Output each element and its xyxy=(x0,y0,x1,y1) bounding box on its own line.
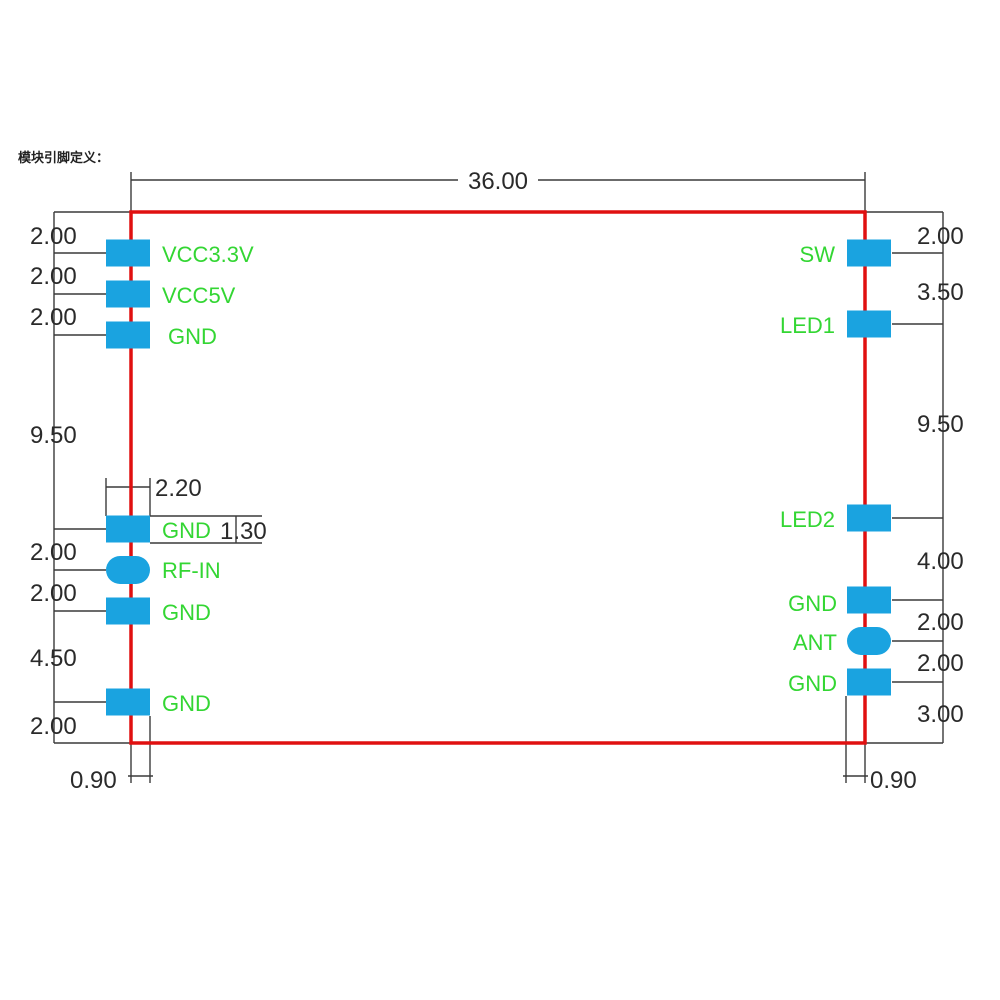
right-dim-3: 4.00 xyxy=(917,548,964,575)
left-dim-7: 2.00 xyxy=(30,713,77,740)
right-pad-5 xyxy=(847,668,891,696)
pad-size-dimension: 2.20 1.30 xyxy=(105,475,267,545)
right-pad-3 xyxy=(847,586,891,614)
right-pin-label-5: GND xyxy=(788,671,837,696)
right-pin-label-3: GND xyxy=(788,591,837,616)
page-heading: 模块引脚定义： xyxy=(18,151,110,166)
left-pad-4 xyxy=(106,556,150,584)
overall-width-label: 36.00 xyxy=(468,168,528,195)
right-pad-0 xyxy=(847,239,891,267)
left-pin-label-6: GND xyxy=(162,691,211,716)
left-pad-0 xyxy=(106,239,150,267)
right-dim-1: 3.50 xyxy=(917,279,964,306)
left-dim-2: 2.00 xyxy=(30,304,77,331)
module-outline xyxy=(129,210,867,745)
right-dim-0: 2.00 xyxy=(917,223,964,250)
left-pad-3 xyxy=(106,515,150,543)
right-pin-labels: SW LED1 LED2 GND ANT GND xyxy=(780,242,837,696)
left-pin-label-0: VCC3.3V xyxy=(162,242,254,267)
right-offset-label: 0.90 xyxy=(870,767,917,794)
right-dim-4: 2.00 xyxy=(917,609,964,636)
left-offset-label: 0.90 xyxy=(70,767,117,794)
left-pad-2 xyxy=(106,321,150,349)
left-dim-4: 2.00 xyxy=(30,539,77,566)
left-pin-label-4: RF-IN xyxy=(162,558,221,583)
right-pad-4 xyxy=(847,627,891,655)
right-pad-1 xyxy=(847,310,891,338)
left-pin-label-3: GND xyxy=(162,518,211,543)
right-dim-2: 9.50 xyxy=(917,411,964,438)
left-pin-label-1: VCC5V xyxy=(162,283,236,308)
left-dim-6: 4.50 xyxy=(30,645,77,672)
left-dim-5: 2.00 xyxy=(30,580,77,607)
right-dim-6: 3.00 xyxy=(917,701,964,728)
right-pin-label-1: LED1 xyxy=(780,313,835,338)
left-pad-6 xyxy=(106,688,150,716)
right-pad-2 xyxy=(847,504,891,532)
right-dim-5: 2.00 xyxy=(917,650,964,677)
left-pad-1 xyxy=(106,280,150,308)
left-pin-label-5: GND xyxy=(162,600,211,625)
pad-width-label: 2.20 xyxy=(155,475,202,502)
right-dimension-lines xyxy=(865,211,944,744)
left-dim-1: 2.00 xyxy=(30,263,77,290)
right-dimension-values: 2.00 3.50 9.50 4.00 2.00 2.00 3.00 xyxy=(917,223,964,728)
left-dim-0: 2.00 xyxy=(30,223,77,250)
left-pin-label-2: GND xyxy=(168,324,217,349)
right-pin-label-2: LED2 xyxy=(780,507,835,532)
left-dimension-lines xyxy=(53,211,131,744)
pads xyxy=(106,239,891,716)
pad-height-label: 1.30 xyxy=(220,518,267,545)
left-dim-3: 9.50 xyxy=(30,422,77,449)
right-pin-label-4: ANT xyxy=(793,630,837,655)
right-pin-label-0: SW xyxy=(800,242,836,267)
left-dimension-values: 2.00 2.00 2.00 9.50 2.00 2.00 4.50 2.00 xyxy=(30,223,77,740)
bottom-offset-dimensions: 0.90 0.90 xyxy=(70,696,917,794)
left-pad-5 xyxy=(106,597,150,625)
left-pin-labels: VCC3.3V VCC5V GND GND RF-IN GND GND xyxy=(162,242,254,716)
overall-width-dimension: 36.00 xyxy=(130,168,866,212)
